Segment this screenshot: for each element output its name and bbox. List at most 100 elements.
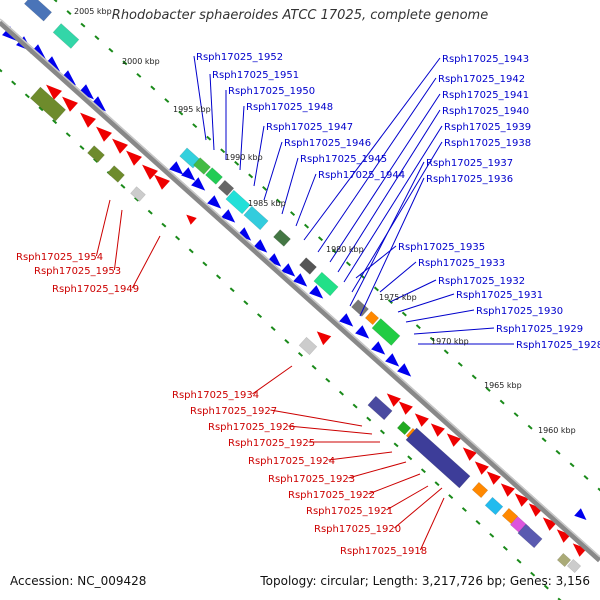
kbp-scale-label: 1980 kbp xyxy=(326,245,364,254)
forward-gene-arrow xyxy=(90,96,106,112)
tick-mark xyxy=(461,507,467,512)
tick-mark xyxy=(352,403,358,409)
tick-mark xyxy=(325,377,331,383)
forward-gene-arrow xyxy=(281,263,296,277)
reverse-gene-label: Rsph17025_1918 xyxy=(340,546,427,557)
tick-mark xyxy=(338,390,344,396)
label-leader-line xyxy=(317,77,437,253)
tick-mark xyxy=(448,494,454,500)
forward-gene-arrow xyxy=(355,325,370,339)
label-leader-line xyxy=(295,173,317,227)
reverse-gene-arrow xyxy=(556,529,571,543)
label-leader-line xyxy=(95,199,111,257)
gene-block-green xyxy=(396,420,412,436)
label-leader-line xyxy=(368,473,421,495)
forward-gene-label: Rsph17025_1936 xyxy=(426,174,513,185)
tick-mark xyxy=(516,558,522,564)
tick-mark xyxy=(434,481,440,487)
forward-gene-arrow xyxy=(339,313,354,327)
reverse-gene-label: Rsph17025_1922 xyxy=(288,490,375,501)
forward-gene-label: Rsph17025_1951 xyxy=(212,70,299,81)
label-leader-line xyxy=(413,327,495,335)
reverse-gene-label: Rsph17025_1924 xyxy=(248,456,335,467)
reverse-gene-arrow xyxy=(154,174,170,190)
forward-gene-arrow xyxy=(574,508,587,521)
gene-block-green xyxy=(371,318,401,346)
gene-block-olive xyxy=(87,145,105,163)
gene-block-green xyxy=(313,271,339,297)
label-leader-line xyxy=(252,365,293,395)
forward-gene-label: Rsph17025_1932 xyxy=(438,276,525,287)
forward-gene-arrow xyxy=(78,84,94,100)
forward-gene-label: Rsph17025_1948 xyxy=(246,102,333,113)
forward-gene-arrow xyxy=(253,239,268,253)
label-leader-line xyxy=(379,261,417,293)
forward-gene-label: Rsph17025_1945 xyxy=(300,154,387,165)
tick-mark xyxy=(407,455,413,461)
reverse-gene-label: Rsph17025_1921 xyxy=(306,506,393,517)
tick-mark xyxy=(248,173,254,179)
tick-mark xyxy=(262,186,268,191)
genome-axis xyxy=(0,19,600,563)
label-leader-line xyxy=(359,177,425,317)
reverse-gene-arrow xyxy=(186,214,197,225)
label-leader-line xyxy=(303,57,441,241)
reverse-gene-arrow xyxy=(572,543,587,557)
label-leader-line xyxy=(337,109,441,273)
tick-mark xyxy=(147,209,153,215)
label-leader-line xyxy=(397,293,455,313)
gene-block-grey xyxy=(299,257,317,275)
tick-mark xyxy=(202,261,208,267)
gene-block-cyan xyxy=(484,496,504,516)
forward-gene-label: Rsph17025_1944 xyxy=(318,170,405,181)
label-leader-line xyxy=(394,487,443,529)
tick-mark xyxy=(120,183,126,189)
label-leader-line xyxy=(419,497,445,551)
reverse-gene-arrow xyxy=(462,447,477,461)
label-leader-line xyxy=(355,245,397,279)
tick-mark xyxy=(136,72,142,78)
tick-mark xyxy=(457,361,463,367)
tick-mark xyxy=(541,437,547,443)
forward-gene-label: Rsph17025_1939 xyxy=(444,122,531,133)
tick-mark xyxy=(150,85,156,91)
genome-summary-text: Topology: circular; Length: 3,217,726 bp… xyxy=(260,574,590,588)
tick-mark xyxy=(0,67,3,73)
tick-mark xyxy=(485,387,491,392)
reverse-gene-label: Rsph17025_1953 xyxy=(34,266,121,277)
forward-gene-label: Rsph17025_1947 xyxy=(266,122,353,133)
tick-mark xyxy=(489,532,495,538)
label-leader-line xyxy=(405,309,475,323)
forward-gene-label: Rsph17025_1935 xyxy=(398,242,485,253)
forward-gene-arrow xyxy=(293,273,308,287)
reverse-gene-label: Rsph17025_1920 xyxy=(314,524,401,535)
genome-axis-highlight xyxy=(0,18,600,558)
reverse-gene-arrow xyxy=(62,96,78,112)
reverse-gene-label: Rsph17025_1923 xyxy=(268,474,355,485)
forward-gene-arrow xyxy=(221,209,236,223)
tick-mark xyxy=(475,520,481,525)
reverse-gene-arrow xyxy=(126,150,142,166)
tick-mark xyxy=(443,349,449,355)
kbp-scale-label: 1985 kbp xyxy=(248,199,286,208)
tick-mark xyxy=(284,339,290,344)
label-leader-line xyxy=(351,141,443,293)
tick-mark xyxy=(311,364,317,370)
tick-mark xyxy=(216,274,222,280)
label-leader-line xyxy=(263,141,283,201)
tick-mark xyxy=(393,442,399,448)
forward-gene-arrow xyxy=(60,70,76,86)
forward-gene-arrow xyxy=(169,161,184,175)
label-leader-line xyxy=(270,409,363,427)
reverse-gene-arrow xyxy=(514,493,529,507)
reverse-gene-arrow xyxy=(386,393,401,407)
forward-gene-arrow xyxy=(371,341,386,355)
reverse-gene-arrow xyxy=(474,461,489,475)
tick-mark xyxy=(401,311,407,317)
reverse-gene-arrow xyxy=(112,138,128,154)
label-leader-line xyxy=(328,451,393,461)
tick-mark xyxy=(256,313,263,319)
label-leader-line xyxy=(253,125,265,187)
reverse-gene-label: Rsph17025_1926 xyxy=(208,422,295,433)
